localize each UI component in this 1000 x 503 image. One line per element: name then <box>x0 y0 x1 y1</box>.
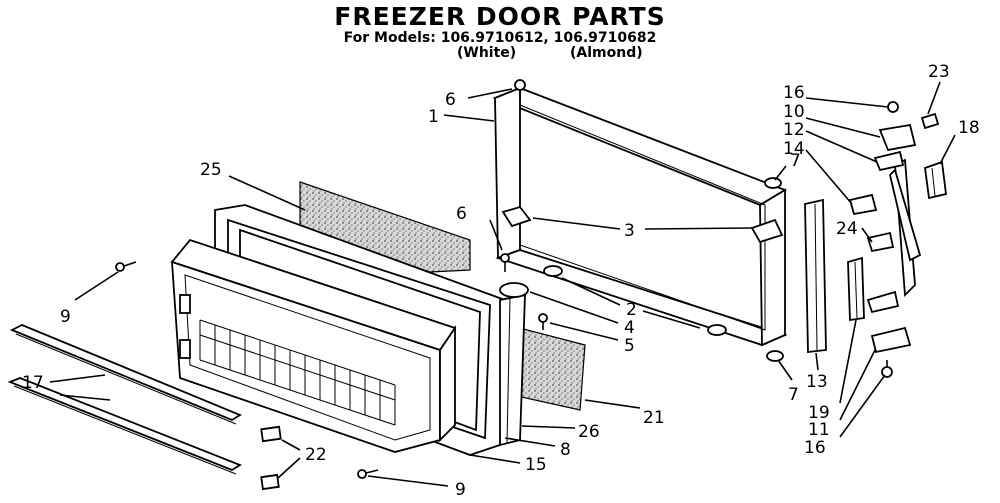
callout-25: 25 <box>200 160 222 180</box>
callout-7-top: 7 <box>790 151 801 171</box>
diagram-title: FREEZER DOOR PARTS <box>334 2 666 31</box>
callout-labels: 6 1 25 6 9 3 2 4 5 16 10 12 14 7 23 18 2… <box>22 62 980 500</box>
door-inner-liner <box>170 238 457 453</box>
callout-18: 18 <box>958 118 980 138</box>
callout-15: 15 <box>525 455 547 475</box>
callout-17: 17 <box>22 373 44 393</box>
frame-brackets <box>501 205 784 244</box>
callout-16-bottom: 16 <box>804 438 826 458</box>
callout-7-bottom: 7 <box>788 385 799 405</box>
callout-4: 4 <box>624 318 635 338</box>
callout-3: 3 <box>624 221 635 241</box>
callout-19: 19 <box>808 403 830 423</box>
hinge-assembly <box>848 123 922 354</box>
callout-9-left: 9 <box>60 307 71 327</box>
callout-11: 11 <box>808 420 830 440</box>
callout-10: 10 <box>783 102 805 122</box>
callout-12: 12 <box>783 120 805 140</box>
leader-lines <box>49 81 956 487</box>
callout-2: 2 <box>626 300 637 320</box>
callout-14: 14 <box>783 139 805 159</box>
callout-23: 23 <box>928 62 950 82</box>
callout-21: 21 <box>643 408 665 428</box>
callout-22: 22 <box>305 445 327 465</box>
washers <box>499 177 784 362</box>
callout-5: 5 <box>624 336 635 356</box>
finish-white-label: (White) <box>457 45 517 61</box>
callout-26: 26 <box>578 422 600 442</box>
callout-8: 8 <box>560 440 571 460</box>
rail-end-caps <box>260 425 282 491</box>
finish-almond-label: (Almond) <box>570 45 643 61</box>
callout-9-bottom: 9 <box>455 480 466 500</box>
door-outer-frame <box>492 86 788 347</box>
trim-strips <box>804 198 865 354</box>
callout-1: 1 <box>428 107 439 127</box>
callout-6-top: 6 <box>445 90 456 110</box>
callout-13: 13 <box>806 372 828 392</box>
shelf-rails <box>7 324 242 475</box>
callout-16-top: 16 <box>783 83 805 103</box>
screws <box>115 79 899 479</box>
liner-ribs <box>199 320 396 425</box>
callout-6-mid: 6 <box>456 204 467 224</box>
callout-24: 24 <box>836 219 858 239</box>
models-line: For Models: 106.9710612, 106.9710682 <box>343 30 657 46</box>
small-clip-parts <box>920 112 947 200</box>
